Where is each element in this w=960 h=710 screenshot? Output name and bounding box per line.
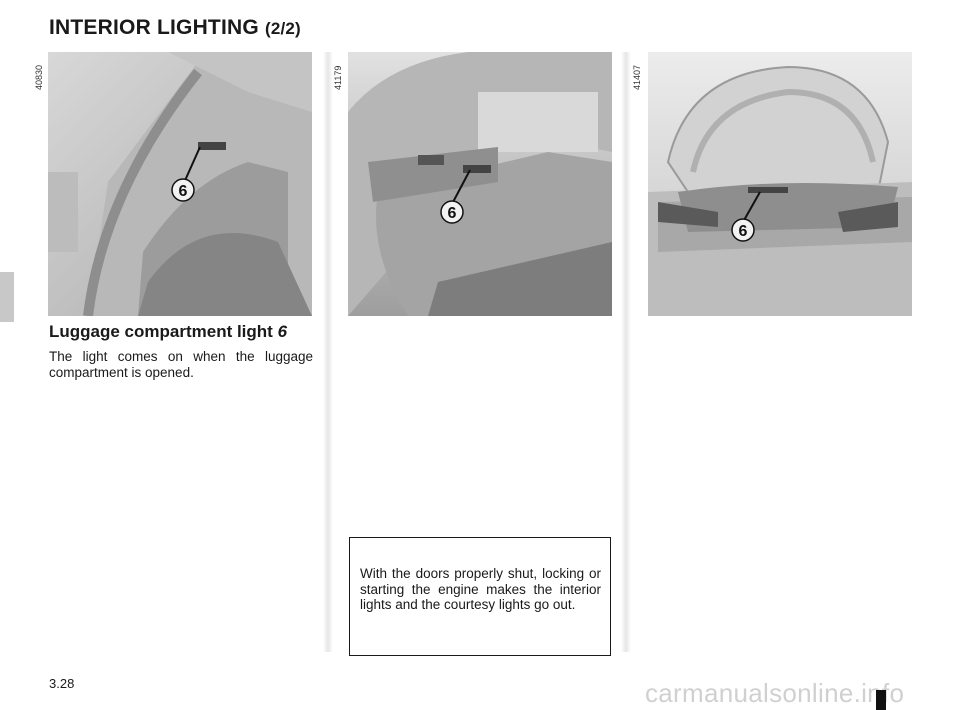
callout-label: 6 <box>179 183 188 200</box>
page-title-suffix: (2/2) <box>264 19 301 38</box>
figure-luggage-estate: 6 <box>348 52 612 316</box>
figure-code: 40830 <box>34 64 44 90</box>
page-number: 3.28 <box>49 676 75 691</box>
corner-mark <box>876 690 886 710</box>
section-body: The light comes on when the luggage comp… <box>49 349 313 380</box>
figure-code: 41179 <box>333 65 343 90</box>
watermark: carmanualsonline.info <box>645 678 905 708</box>
figure-luggage-saloon: 6 <box>648 52 912 316</box>
note-box: With the doors properly shut, locking or… <box>349 537 611 656</box>
note-text: With the doors properly shut, locking or… <box>360 566 601 612</box>
page-title: INTERIOR LIGHTING (2/2) <box>49 16 301 39</box>
figure-code: 41407 <box>632 64 642 90</box>
column-separator <box>621 52 631 652</box>
figure-luggage-hatchback: 6 <box>48 52 312 316</box>
callout-label: 6 <box>448 205 457 222</box>
chapter-tab <box>0 272 14 322</box>
callout-label: 6 <box>739 223 748 240</box>
section-heading: Luggage compartment light 6 <box>49 322 288 341</box>
section-heading-number: 6 <box>277 322 288 341</box>
column-separator <box>323 52 333 652</box>
